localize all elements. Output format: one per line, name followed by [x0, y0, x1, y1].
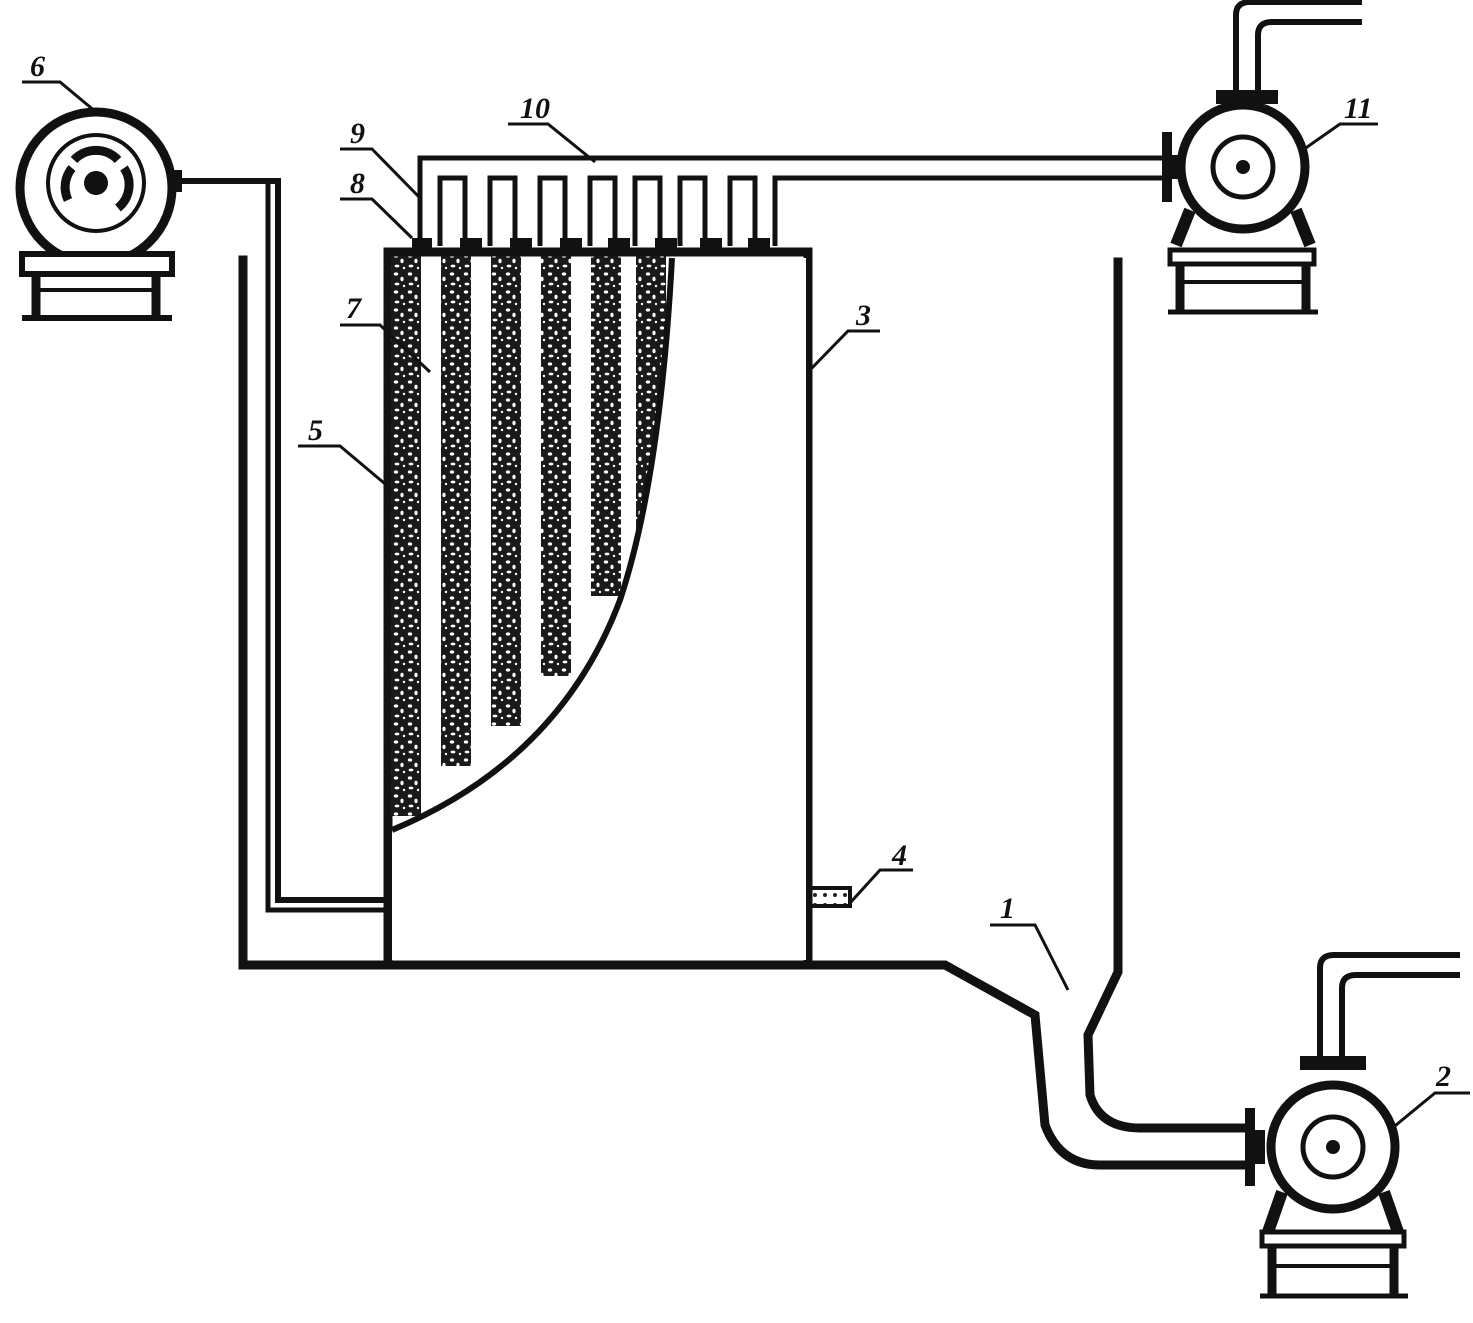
label-9: 9 [350, 117, 365, 150]
feed-pump [1245, 952, 1460, 1299]
label-4: 4 [891, 839, 907, 872]
membrane-fiber-2 [441, 256, 471, 766]
collection-header [412, 155, 1165, 250]
membrane-fiber-5 [591, 256, 621, 596]
membrane-fiber-3 [491, 256, 521, 726]
label-8: 8 [350, 167, 365, 200]
label-7: 7 [346, 292, 362, 325]
blower [15, 107, 182, 321]
label-6: 6 [30, 50, 45, 83]
label-3: 3 [855, 299, 871, 332]
label-1: 1 [1000, 892, 1015, 925]
leader-lines [22, 80, 1470, 1132]
outer-tank [238, 255, 1250, 1170]
label-11: 11 [1344, 92, 1372, 125]
air-pipe [178, 178, 392, 913]
suction-pump [1162, 0, 1362, 315]
label-2: 2 [1435, 1060, 1451, 1093]
label-10: 10 [520, 92, 550, 125]
label-5: 5 [308, 414, 323, 447]
membrane-fiber-4 [541, 256, 571, 676]
cutaway-curve [390, 257, 675, 833]
membrane-module [388, 247, 808, 960]
callout-labels: 1 2 3 4 5 6 7 8 9 10 11 [30, 50, 1451, 1093]
